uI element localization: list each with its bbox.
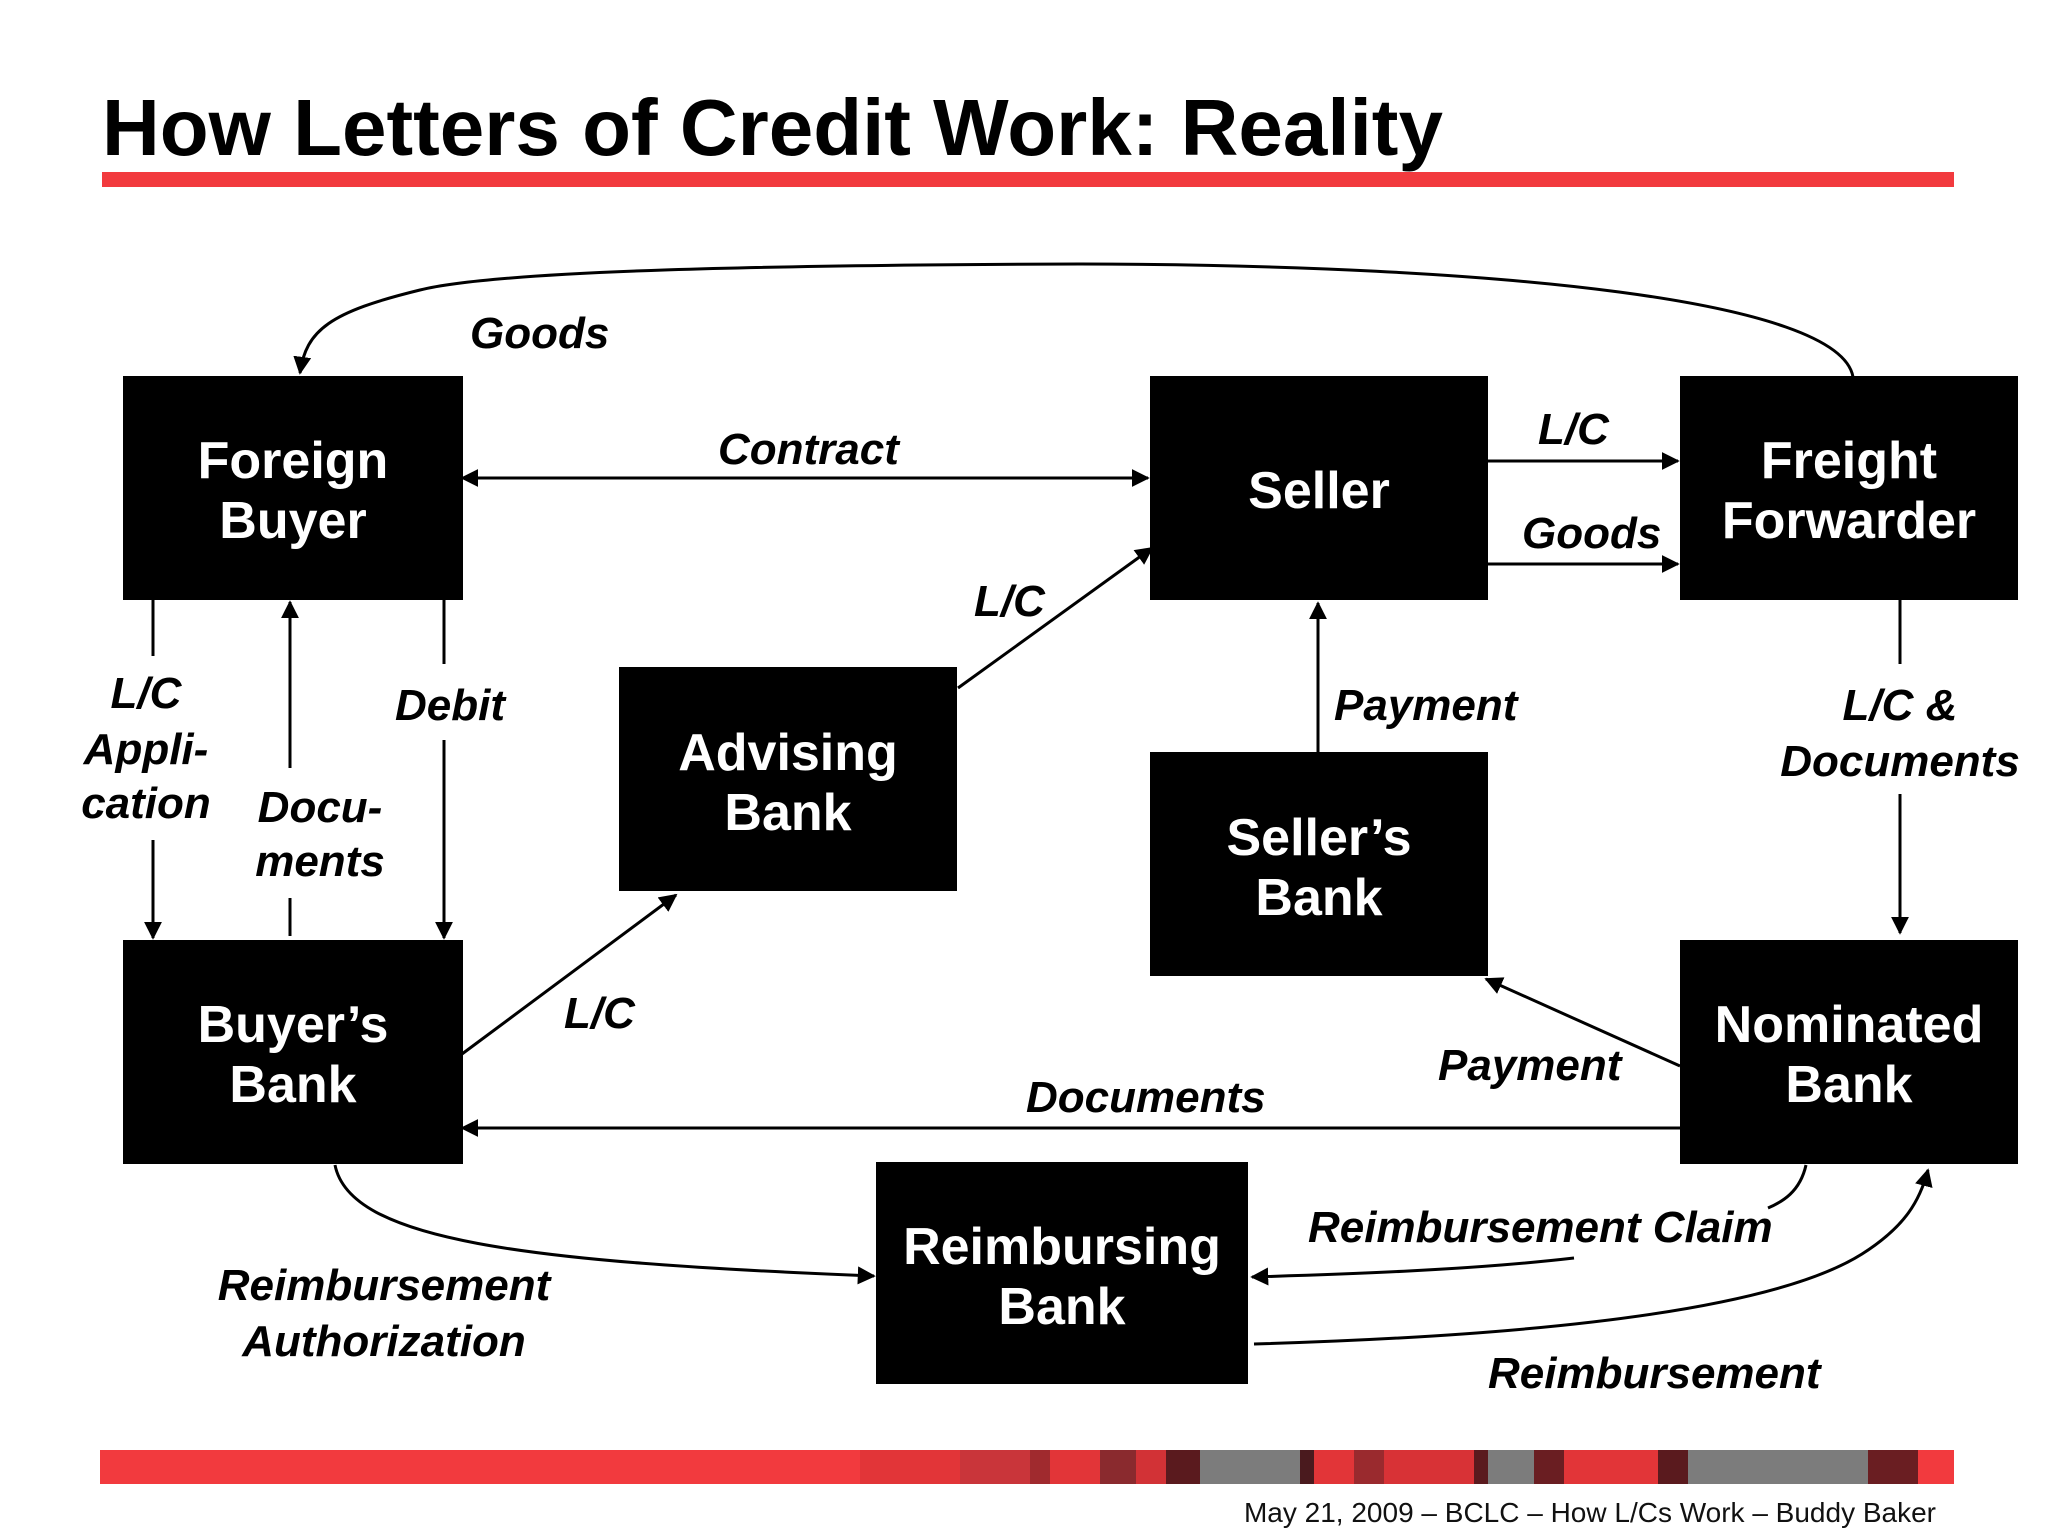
svg-text:cation: cation [81,779,211,828]
node-nominated-bank: Nominated Bank [1680,940,2018,1164]
label-lc-application: L/C Appli- cation [81,669,211,828]
node-sellers-bank: Seller’s Bank [1150,752,1488,976]
label-payment-sellers-bank: Payment [1334,681,1520,730]
goods-top-arrow [293,262,1855,378]
slide-title: How Letters of Credit Work: Reality [102,83,1443,172]
label-reimbursement-authorization: Reimbursement Authorization [218,1261,553,1366]
label-goods-top: Goods [470,309,609,358]
svg-text:Bank: Bank [229,1056,356,1114]
label-lc-seller-ff: L/C [1538,405,1610,454]
label-reimbursement: Reimbursement [1488,1349,1823,1398]
svg-text:Documents: Documents [1780,737,2020,786]
node-freight-forwarder: Freight Forwarder [1680,376,2018,600]
reimbursement-arrow [1253,1168,1933,1346]
node-advising-bank: Advising Bank [619,667,957,891]
svg-text:Docu-: Docu- [258,783,383,832]
svg-text:ments: ments [255,837,385,886]
svg-text:Bank: Bank [998,1278,1125,1336]
label-goods-seller-ff: Goods [1522,509,1661,558]
svg-text:Seller: Seller [1248,462,1390,520]
svg-text:Reimbursing: Reimbursing [903,1218,1221,1276]
svg-text:Appli-: Appli- [83,725,209,774]
label-debit: Debit [395,681,507,730]
svg-text:Buyer: Buyer [219,492,366,550]
svg-text:Reimbursement: Reimbursement [218,1261,553,1310]
svg-text:Authorization: Authorization [241,1317,526,1366]
label-lc-advising-seller: L/C [974,577,1046,626]
lc-advising-seller-arrow [957,546,1154,690]
svg-text:Buyer’s: Buyer’s [198,996,389,1054]
svg-text:Advising: Advising [678,724,898,782]
footer-caption: May 21, 2009 – BCLC – How L/Cs Work – Bu… [1243,1497,1936,1528]
svg-text:Bank: Bank [1255,869,1382,927]
svg-text:L/C: L/C [111,669,183,718]
svg-text:Foreign: Foreign [198,432,389,490]
reimbursement-claim-arrow [1252,1164,1808,1277]
label-documents-bottom: Documents [1026,1073,1266,1122]
node-buyers-bank: Buyer’s Bank [123,940,463,1164]
label-reimbursement-claim: Reimbursement Claim [1308,1203,1773,1252]
label-lc-documents: L/C & Documents [1780,681,2020,786]
svg-text:L/C &: L/C & [1843,681,1958,730]
title-underline [102,172,1954,187]
label-contract: Contract [718,425,901,474]
label-payment-nominated: Payment [1438,1041,1624,1090]
svg-text:Nominated: Nominated [1715,996,1984,1054]
node-foreign-buyer: Foreign Buyer [123,376,463,600]
svg-text:Forwarder: Forwarder [1722,492,1976,550]
node-reimbursing-bank: Reimbursing Bank [876,1162,1248,1384]
lc-buyers-advising-arrow [461,893,678,1056]
svg-text:Bank: Bank [724,784,851,842]
payment-nominated-arrow [1484,977,1681,1068]
label-lc-buyers-advising: L/C [564,989,636,1038]
label-documents-left: Docu- ments [255,783,385,886]
reimbursement-authorization-arrow [333,1164,876,1285]
svg-text:Freight: Freight [1761,432,1937,490]
node-seller: Seller [1150,376,1488,600]
svg-text:Seller’s: Seller’s [1226,809,1411,867]
footer-accent-bar [100,1450,1954,1484]
svg-text:Bank: Bank [1785,1056,1912,1114]
